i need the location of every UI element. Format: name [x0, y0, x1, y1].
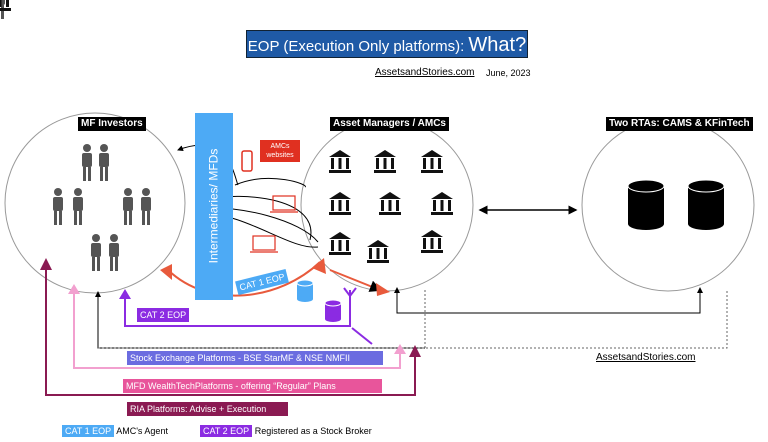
investors-label: MF Investors [78, 117, 146, 131]
page-title: EOP (Execution Only platforms): What? [246, 30, 528, 58]
phone-icon [241, 150, 253, 172]
people-icons [0, 0, 151, 271]
amc-circle [300, 118, 474, 292]
bank-icons [0, 0, 453, 263]
laptop-icons [250, 195, 298, 253]
amc-websites-box: AMCs websites [260, 140, 300, 162]
intermediaries-bar [195, 113, 233, 300]
legend-cat2-tag: CAT 2 EOP [200, 425, 253, 437]
intermediaries-label: Intermediaries/ MFDs [206, 148, 221, 264]
cat2-eop-tag: CAT 2 EOP [137, 308, 190, 322]
legend-cat2: CAT 2 EOP Registered as a Stock Broker [200, 424, 372, 438]
legend-cat1: CAT 1 EOP AMC's Agent [62, 424, 168, 438]
exchange-platforms-box: Stock Exchange Platforms - BSE StarMF & … [127, 351, 383, 365]
cat1-db-icon [296, 279, 314, 302]
amcs-label: Asset Managers / AMCs [330, 117, 449, 131]
database-icons [627, 179, 725, 230]
legend-cat1-tag: CAT 1 EOP [62, 425, 115, 437]
wealthtech-platforms-box: MFD WealthTechPlatforms - offering “Regu… [123, 379, 382, 393]
footer-site-link[interactable]: AssetsandStories.com [596, 352, 696, 363]
site-link[interactable]: AssetsandStories.com [375, 67, 475, 78]
rtas-label: Two RTAs: CAMS & KFinTech [606, 117, 753, 131]
rta-circle [581, 118, 755, 292]
cat2-lines [124, 287, 373, 345]
date-label: June, 2023 [486, 68, 531, 78]
dotted-lines [98, 290, 728, 349]
legend-cat2-desc: Registered as a Stock Broker [254, 426, 372, 436]
cat1-arc [167, 261, 321, 297]
cat2-db-icon [324, 299, 342, 322]
legend-cat1-desc: AMC's Agent [116, 426, 168, 436]
ria-platforms-box: RIA Platforms: Advise + Execution [127, 402, 288, 416]
